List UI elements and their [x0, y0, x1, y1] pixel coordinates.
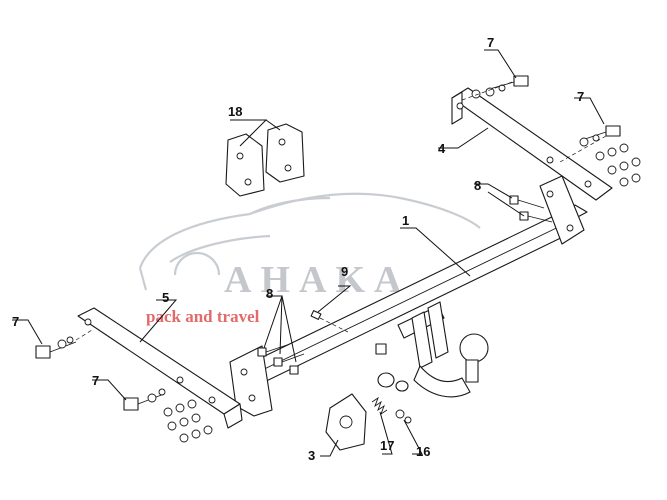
callout-7-right: 7 — [577, 89, 584, 104]
callout-7-top: 7 — [487, 35, 494, 50]
callouts: 1 3 4 5 7 7 7 7 8 8 9 16 17 18 — [12, 35, 584, 463]
part-3-socket-plate — [325, 393, 367, 451]
callout-17: 17 — [380, 438, 394, 453]
part-4-right-bracket — [451, 87, 613, 201]
callout-8-left: 8 — [266, 286, 273, 301]
callout-1: 1 — [402, 213, 409, 228]
watermark-car-outline-icon — [138, 192, 481, 291]
watermark-tagline: pack and travel — [146, 307, 260, 326]
part-16-nut — [395, 409, 412, 424]
callout-7-left: 7 — [12, 314, 19, 329]
fastener-set-right — [559, 125, 641, 187]
fastener-set-8-left — [257, 343, 305, 375]
callout-leaders — [12, 49, 605, 457]
part-1-main-beam — [229, 175, 588, 417]
fastener-set-bottom-left — [123, 388, 213, 443]
callout-9: 9 — [341, 264, 348, 279]
part-17-spring — [371, 396, 388, 416]
watermark-car-wheel-icon — [173, 251, 221, 276]
part-9-bolt — [310, 310, 349, 333]
callout-16: 16 — [416, 444, 430, 459]
part-5-left-bracket — [77, 307, 243, 429]
fastener-set-left — [35, 329, 93, 359]
watermark-brand: AHAKA — [224, 259, 410, 301]
callout-7-bottom: 7 — [92, 373, 99, 388]
part-18-spacer-plates — [225, 123, 305, 197]
fastener-set-top — [461, 75, 529, 101]
tow-ball-assembly — [375, 301, 489, 398]
callout-4: 4 — [438, 141, 446, 156]
callout-8-right: 8 — [474, 178, 481, 193]
callout-18: 18 — [228, 104, 242, 119]
callout-5: 5 — [162, 290, 169, 305]
watermark: AHAKA pack and travel — [138, 192, 481, 326]
callout-3: 3 — [308, 448, 315, 463]
